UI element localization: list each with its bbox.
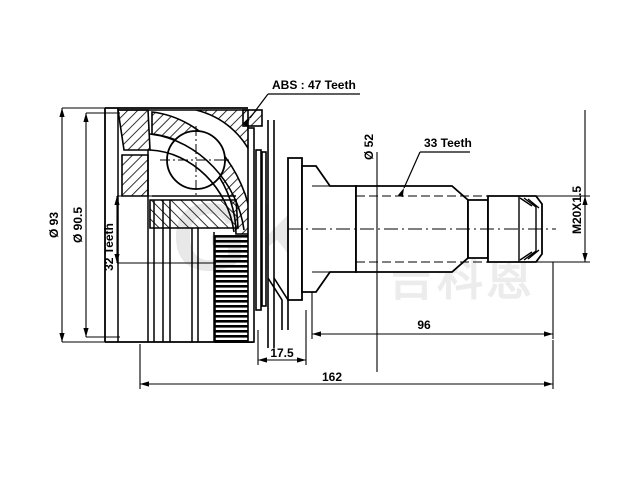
abs-tone-ring	[214, 235, 254, 343]
label-inner-diameter: Ø 90.5	[71, 207, 85, 243]
dimension-shaft-length	[311, 262, 554, 339]
abs-sensor-block	[242, 109, 263, 127]
shaft-hidden-lines	[356, 195, 488, 263]
flange-center-post	[267, 120, 289, 348]
label-outer-diameter: Ø 93	[47, 212, 61, 238]
label-abs-teeth: ABS : 47 Teeth	[272, 78, 356, 92]
callout-outer-spline-teeth	[397, 151, 470, 198]
label-shaft-diameter: Ø 52	[362, 134, 376, 160]
boot-rings	[117, 108, 215, 342]
dimension-inner-spline-teeth	[114, 195, 216, 264]
ball-bearing	[160, 126, 232, 196]
label-inner-spline-teeth: 32 Teeth	[102, 223, 116, 271]
callout-abs-teeth	[242, 93, 360, 127]
dimension-outer-diameter	[59, 107, 108, 343]
dimension-inner-diameter	[83, 112, 120, 338]
label-outer-spline-teeth: 33 Teeth	[424, 136, 472, 150]
label-flange-length: 17.5	[270, 346, 294, 360]
dimension-labels-bottom: 17.5 96 162	[270, 318, 431, 384]
flange-plate	[247, 127, 267, 343]
label-shaft-length: 96	[417, 318, 431, 332]
dimension-flange-length	[257, 310, 307, 365]
label-thread-spec: M20X1.5	[570, 186, 584, 234]
dimension-group-bottom	[139, 262, 554, 389]
dimension-total-length	[139, 340, 554, 389]
label-total-length: 162	[322, 370, 342, 384]
dimension-thread-spec	[512, 110, 590, 263]
dimension-group-left	[59, 107, 216, 343]
dimension-labels-left: Ø 93 Ø 90.5 32 Teeth	[47, 207, 116, 271]
cv-joint-body	[104, 107, 556, 348]
